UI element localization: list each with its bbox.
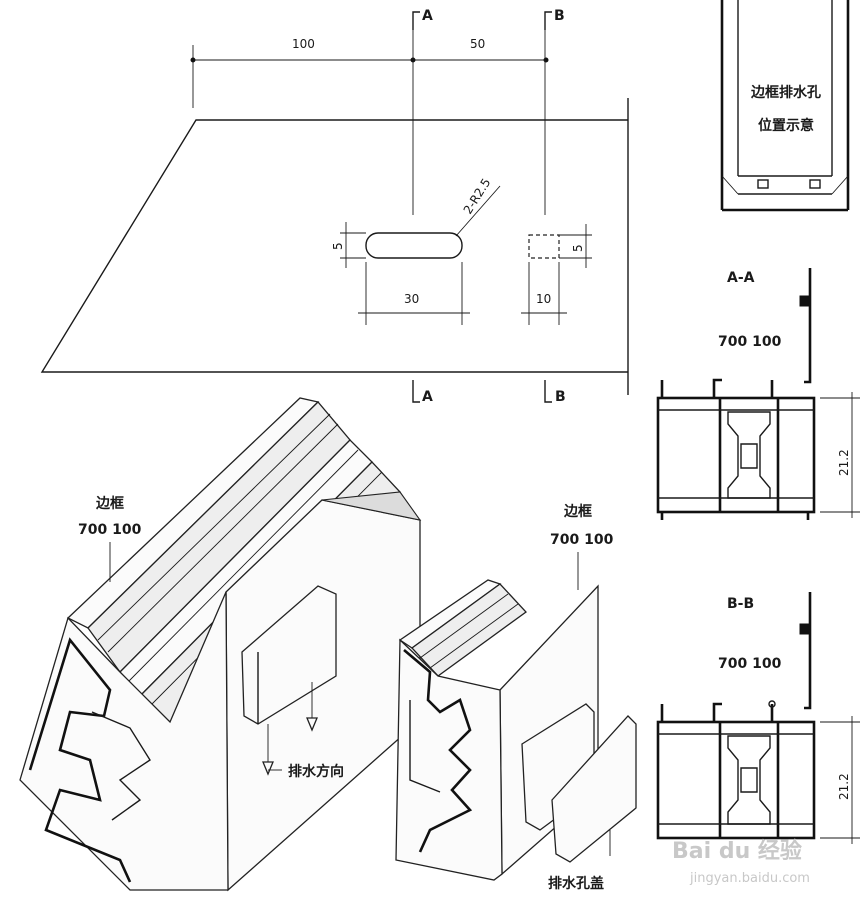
drain-hole-mark <box>768 700 776 708</box>
section-b-top-label: B <box>554 8 565 24</box>
iso2-slope <box>411 583 527 677</box>
inset-text-line2: 位置示意 <box>758 117 814 134</box>
profile-fin <box>804 268 812 384</box>
dim-bb-height: 21.2 <box>837 773 851 800</box>
profile-fin-lug <box>799 623 811 635</box>
thermal-break <box>727 411 771 499</box>
iso-end-face <box>19 591 229 891</box>
drain-arrow-head <box>306 717 318 732</box>
profile-lip <box>712 702 722 722</box>
inset-corner <box>721 175 739 195</box>
drain-hole <box>528 234 560 259</box>
watermark-url: jingyan.baidu.com <box>689 871 810 886</box>
iso-left-model: 700 100 <box>78 522 142 538</box>
iso-right-model: 700 100 <box>550 532 614 548</box>
iso2-end-detail <box>409 700 441 793</box>
iso-end-detail <box>91 711 151 821</box>
watermark-brand: Bai du 经验 <box>672 838 802 864</box>
iso-right-note: 排水孔盖 <box>548 875 604 892</box>
thermal-break-core <box>740 767 758 793</box>
iso-left-note: 排水方向 <box>288 763 344 780</box>
section-aa-title: A-A <box>727 270 755 286</box>
dim-hole-height: 5 <box>571 244 585 252</box>
drain-arrow-head <box>262 761 274 776</box>
section-a-top-mark <box>412 11 420 30</box>
dim-radius: 2-R2.5 <box>461 176 494 217</box>
profile-fin <box>804 592 812 710</box>
section-b-bottom-label: B <box>555 389 566 405</box>
iso-right-name: 边框 <box>563 503 592 520</box>
drain-slot <box>365 232 463 259</box>
dim-tick <box>190 57 196 63</box>
iso2-end-face <box>395 638 503 881</box>
iso2-cover-front <box>551 715 637 863</box>
iso-left-name: 边框 <box>95 495 124 512</box>
plate-outline <box>40 119 628 373</box>
inset-frame: 边框排水孔 位置示意 <box>720 0 850 212</box>
watermark: Bai du 经验 jingyan.baidu.com <box>672 838 810 886</box>
section-bb-model: 700 100 <box>718 656 782 672</box>
thermal-break-core <box>740 443 758 469</box>
dim-slot-height: 5 <box>331 242 345 250</box>
dim-slot-width: 30 <box>404 292 419 306</box>
iso-groove <box>97 413 331 641</box>
section-a-top-label: A <box>422 8 433 24</box>
profile-fin-lug <box>799 295 811 307</box>
iso-profile-left: 排水方向 边框 700 100 <box>19 397 422 892</box>
inset-hole <box>757 179 769 189</box>
section-b-bottom-mark <box>544 380 552 403</box>
dim-50: 50 <box>470 37 485 51</box>
plan-view: 100 50 A A B B 2-R2.5 5 30 5 <box>40 8 629 405</box>
iso-profile-right: 排水孔盖 边框 700 100 <box>395 503 637 892</box>
section-aa: A-A 700 100 21.2 <box>656 268 860 520</box>
inset-text-line1: 边框排水孔 <box>750 84 821 101</box>
inset-corner <box>831 175 849 195</box>
iso2-groove <box>429 603 519 669</box>
iso-drain-cover <box>241 585 337 725</box>
section-aa-model: 700 100 <box>718 334 782 350</box>
iso-end-outline <box>28 637 132 883</box>
iso-groove <box>107 423 339 653</box>
radius-leader <box>455 185 501 237</box>
section-bb-title: B-B <box>727 596 754 612</box>
dim-hole-width: 10 <box>536 292 551 306</box>
iso-side-top <box>321 491 422 521</box>
section-bb: B-B 700 100 21.2 <box>656 592 860 844</box>
inset-hole <box>809 179 821 189</box>
section-a-bottom-mark <box>412 380 420 403</box>
section-b-top-mark <box>544 11 552 30</box>
dim-100: 100 <box>292 37 315 51</box>
iso2-groove <box>419 593 509 659</box>
profile-body <box>656 720 816 840</box>
profile-body <box>656 396 816 514</box>
profile-lip <box>712 378 722 398</box>
dim-aa-height: 21.2 <box>837 449 851 476</box>
thermal-break <box>727 735 771 825</box>
section-a-bottom-label: A <box>422 389 433 405</box>
iso2-end-outline <box>403 649 473 853</box>
iso-groove <box>127 449 359 683</box>
